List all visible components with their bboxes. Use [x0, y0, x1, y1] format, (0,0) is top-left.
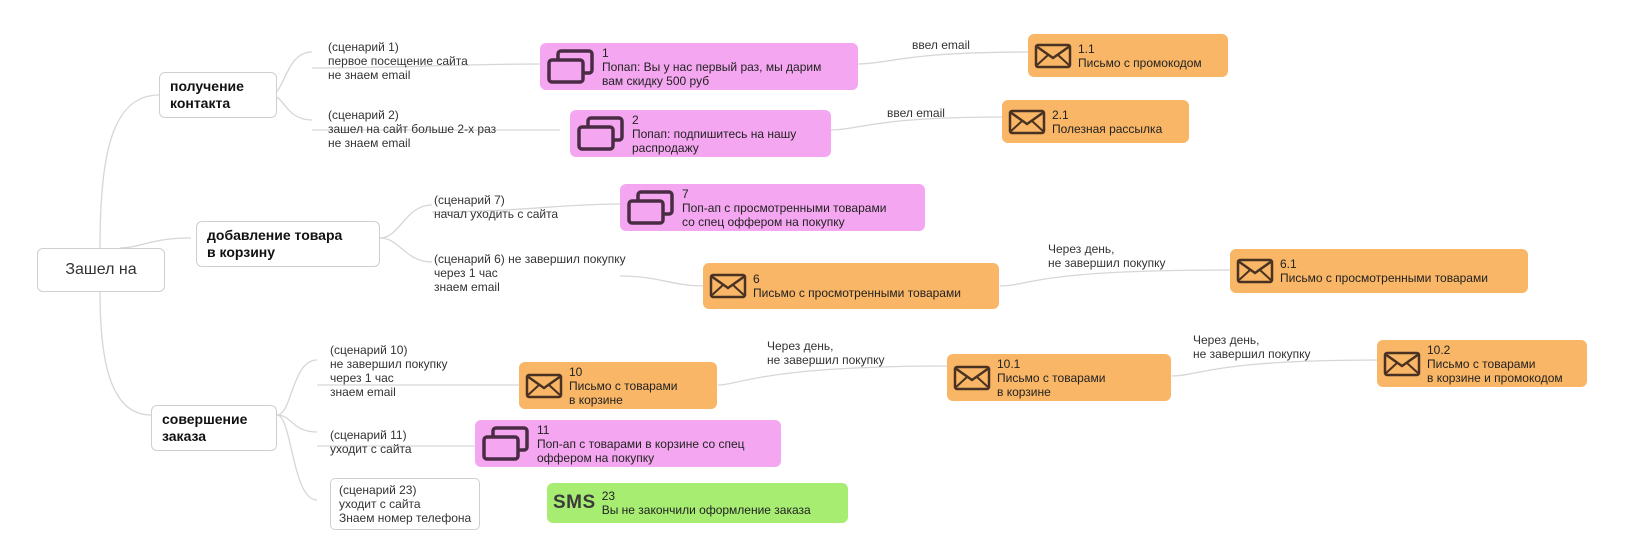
node-23-sms[interactable]: SMS 23 Вы не закончили оформление заказа	[547, 483, 848, 523]
edge-label-next-day-6: Через день, не завершил покупку	[1048, 242, 1166, 270]
node-10-1-email[interactable]: 10.1 Письмо с товарами в корзине	[947, 354, 1171, 401]
node-7-text: 7 Поп-ап с просмотренными товарами со сп…	[682, 186, 887, 229]
node-6-email[interactable]: 6 Письмо с просмотренными товарами	[703, 263, 999, 309]
popup-windows-icon	[546, 48, 596, 85]
node-1-popup[interactable]: 1 Попап: Вы у нас первый раз, мы дарим в…	[540, 43, 858, 90]
node-1-text: 1 Попап: Вы у нас первый раз, мы дарим в…	[602, 45, 822, 88]
node-10-2-text: 10.2 Письмо с товарами в корзине и промо…	[1427, 342, 1563, 385]
node-11-popup[interactable]: 11 Поп-ап с товарами в корзине со спец о…	[475, 420, 781, 467]
node-2-1-text: 2.1 Полезная рассылка	[1052, 107, 1163, 136]
node-7-popup[interactable]: 7 Поп-ап с просмотренными товарами со сп…	[620, 184, 925, 231]
scenario-label-11: (сценарий 11) уходит с сайта	[330, 428, 412, 456]
scenario-label-6: (сценарий 6) не завершил покупку через 1…	[434, 252, 626, 294]
popup-windows-icon	[626, 189, 676, 226]
scenario-label-23: (сценарий 23) уходит с сайта Знаем номер…	[330, 478, 481, 530]
node-1-1-email[interactable]: 1.1 Письмо с промокодом	[1028, 34, 1228, 77]
node-10-2-email[interactable]: 10.2 Письмо с товарами в корзине и промо…	[1377, 340, 1587, 387]
node-10-email[interactable]: 10 Письмо с товарами в корзине	[519, 362, 717, 409]
envelope-icon	[1034, 43, 1072, 69]
envelope-icon	[709, 273, 747, 299]
scenario-label-10: (сценарий 10) не завершил покупку через …	[330, 343, 448, 399]
node-10-1-text: 10.1 Письмо с товарами в корзине	[997, 356, 1106, 399]
branch-add-to-cart[interactable]: добавление товара в корзину	[196, 221, 380, 267]
node-2-text: 2 Попап: подпишитесь на нашу распродажу	[632, 112, 797, 155]
branch-get-contact[interactable]: получение контакта	[159, 72, 277, 118]
envelope-icon	[1236, 258, 1274, 284]
envelope-icon	[953, 365, 991, 391]
node-6-text: 6 Письмо с просмотренными товарами	[753, 272, 961, 300]
envelope-icon	[525, 373, 563, 399]
popup-windows-icon	[481, 425, 531, 462]
scenario-label-2: (сценарий 2) зашел на сайт больше 2-х ра…	[328, 108, 497, 150]
node-1-1-text: 1.1 Письмо с промокодом	[1078, 41, 1202, 70]
scenario-label-7: (сценарий 7) начал уходить с сайта	[434, 193, 559, 221]
branch-place-order[interactable]: совершение заказа	[151, 405, 277, 451]
edge-label-entered-email-1: ввел email	[912, 38, 970, 52]
node-10-text: 10 Письмо с товарами в корзине	[569, 364, 678, 407]
edge-label-next-day-10a: Через день, не завершил покупку	[767, 339, 885, 367]
edge-label-entered-email-2: ввел email	[887, 106, 945, 120]
scenario-label-1: (сценарий 1) первое посещение сайта не з…	[328, 40, 468, 82]
edge-label-next-day-10b: Через день, не завершил покупку	[1193, 333, 1311, 361]
popup-windows-icon	[576, 115, 626, 152]
node-23-text: 23 Вы не закончили оформление заказа	[601, 489, 811, 517]
envelope-icon	[1383, 351, 1421, 377]
node-6-1-text: 6.1 Письмо с просмотренными товарами	[1280, 257, 1488, 285]
sms-icon: SMS	[553, 492, 596, 513]
node-11-text: 11 Поп-ап с товарами в корзине со спец о…	[537, 422, 745, 465]
envelope-icon	[1008, 109, 1046, 135]
root-node[interactable]: Зашел на	[37, 248, 165, 292]
node-2-popup[interactable]: 2 Попап: подпишитесь на нашу распродажу	[570, 110, 831, 157]
node-2-1-email[interactable]: 2.1 Полезная рассылка	[1002, 100, 1189, 143]
node-6-1-email[interactable]: 6.1 Письмо с просмотренными товарами	[1230, 249, 1528, 293]
